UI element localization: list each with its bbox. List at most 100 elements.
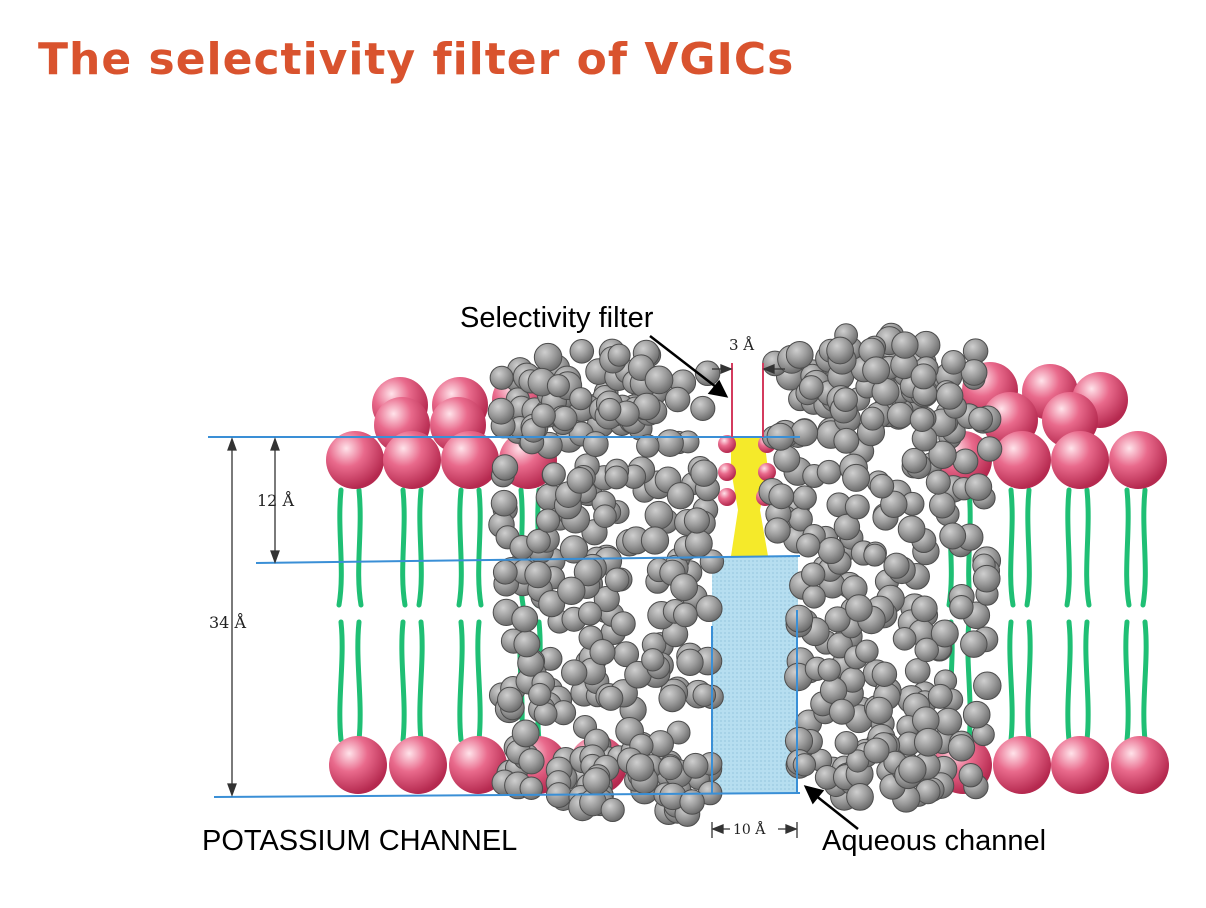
protein-atom bbox=[684, 529, 713, 558]
protein-atom bbox=[582, 767, 611, 795]
protein-atom bbox=[690, 459, 718, 487]
protein-atom bbox=[533, 702, 558, 726]
protein-atom bbox=[497, 686, 523, 713]
protein-atom bbox=[683, 507, 710, 534]
protein-atom bbox=[569, 387, 593, 411]
filter-atom bbox=[718, 463, 736, 481]
lipid-tail bbox=[1141, 619, 1149, 743]
protein-atom bbox=[947, 734, 976, 762]
protein-atom bbox=[914, 637, 939, 663]
lipid-tail bbox=[1123, 619, 1131, 743]
lipid-tail bbox=[457, 619, 465, 743]
protein-atom bbox=[664, 386, 691, 413]
protein-atom bbox=[785, 340, 814, 369]
protein-atom bbox=[846, 783, 874, 811]
protein-atom bbox=[682, 752, 709, 779]
protein-atom bbox=[699, 549, 725, 574]
filter-atom bbox=[718, 435, 736, 453]
protein-atom bbox=[679, 789, 705, 815]
protein-atom bbox=[939, 522, 967, 550]
lipid-tail bbox=[356, 487, 364, 608]
lipid-tail bbox=[1083, 619, 1091, 743]
protein-atom bbox=[600, 797, 625, 822]
filter-atom bbox=[718, 488, 736, 506]
protein-atom bbox=[962, 700, 991, 729]
protein-atom bbox=[526, 528, 551, 554]
lipid-tail bbox=[337, 619, 345, 743]
protein-atom bbox=[891, 331, 919, 359]
lipid-tail bbox=[417, 619, 425, 743]
lipid-tail bbox=[1065, 619, 1073, 743]
protein-atom bbox=[644, 365, 674, 395]
protein-atom bbox=[976, 436, 1003, 462]
filter-depth-label: 12 Å bbox=[257, 490, 294, 510]
protein-atom bbox=[513, 630, 541, 658]
protein-atom bbox=[604, 567, 630, 593]
lipid-tail bbox=[1025, 619, 1033, 743]
lipid-head bbox=[993, 736, 1051, 794]
protein-atom bbox=[796, 533, 821, 558]
protein-atom bbox=[785, 604, 814, 633]
lipid-head bbox=[326, 431, 384, 489]
protein-atom bbox=[909, 407, 935, 432]
protein-atom bbox=[566, 467, 594, 494]
protein-atom bbox=[880, 490, 908, 519]
protein-atom bbox=[593, 504, 617, 529]
protein-atom bbox=[960, 359, 988, 386]
protein-atom bbox=[816, 459, 842, 485]
protein-atom bbox=[968, 406, 993, 432]
protein-atom bbox=[673, 602, 698, 628]
protein-atom bbox=[492, 559, 518, 585]
protein-atom bbox=[798, 375, 824, 400]
selectivity-filter-region bbox=[731, 437, 768, 556]
lipid-tail bbox=[476, 487, 484, 608]
filter-width-label: 3 Å bbox=[729, 336, 754, 354]
protein-atom bbox=[528, 682, 552, 706]
aqueous-channel-label: Aqueous channel bbox=[822, 825, 1046, 857]
lipid-head bbox=[993, 431, 1051, 489]
protein-atom bbox=[768, 483, 795, 510]
protein-atom bbox=[577, 601, 603, 626]
protein-atom bbox=[928, 440, 957, 469]
protein-atom bbox=[692, 683, 717, 707]
protein-atom bbox=[604, 465, 629, 490]
protein-atom bbox=[802, 585, 826, 609]
protein-atom bbox=[487, 397, 515, 425]
membrane-thickness-label: 34 Å bbox=[209, 612, 246, 632]
lipid-tail bbox=[416, 487, 424, 608]
protein-atom bbox=[904, 658, 931, 684]
protein-atom bbox=[533, 342, 563, 372]
protein-atom bbox=[546, 374, 570, 398]
lipid-head bbox=[389, 736, 447, 794]
lipid-tail bbox=[1008, 487, 1016, 608]
protein-atom bbox=[644, 500, 674, 530]
protein-atom bbox=[690, 395, 716, 421]
lipid-head bbox=[383, 431, 441, 489]
protein-atom bbox=[935, 382, 964, 410]
protein-atom bbox=[930, 619, 959, 648]
lipid-tail bbox=[399, 619, 407, 743]
protein-atom bbox=[842, 463, 871, 492]
lipid-tail bbox=[475, 619, 483, 743]
protein-atom bbox=[925, 469, 951, 495]
channel-width-label: 10 Å bbox=[733, 820, 766, 838]
protein-atom bbox=[897, 515, 926, 544]
protein-atom bbox=[598, 397, 622, 422]
label-pointers bbox=[649, 335, 859, 830]
protein-atom bbox=[511, 605, 539, 633]
protein-atom bbox=[489, 365, 514, 390]
protein-atom bbox=[834, 730, 859, 755]
protein-atom bbox=[557, 576, 586, 606]
protein-atom bbox=[598, 685, 624, 711]
protein-atom bbox=[541, 462, 566, 487]
protein-atom bbox=[973, 671, 1002, 701]
protein-atom bbox=[817, 658, 841, 682]
lipid-tails-lower bbox=[337, 619, 1149, 743]
protein-atom bbox=[569, 339, 595, 364]
protein-atom bbox=[910, 363, 937, 390]
lipid-tail bbox=[456, 487, 464, 608]
lipid-tail bbox=[1024, 487, 1032, 608]
protein-atom bbox=[792, 753, 817, 777]
protein-atom bbox=[898, 755, 927, 784]
